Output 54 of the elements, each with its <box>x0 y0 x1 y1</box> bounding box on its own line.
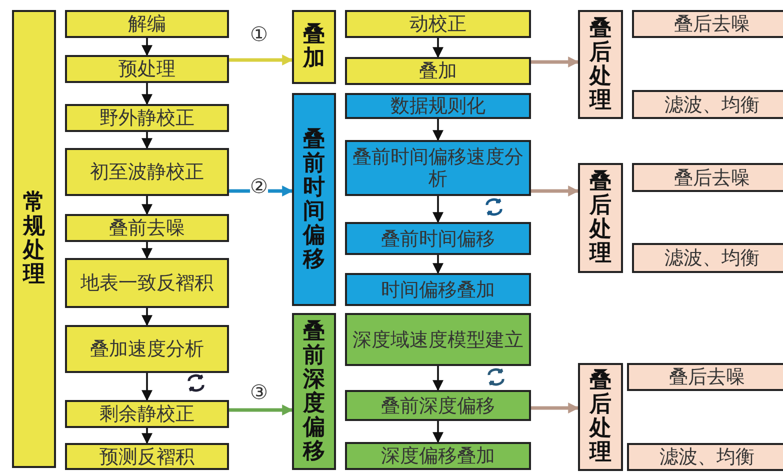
arrow <box>142 83 152 106</box>
arrow <box>142 132 152 150</box>
edge-label: ② <box>250 176 268 196</box>
arrow <box>142 373 152 402</box>
arrow <box>432 119 444 142</box>
step-box: 滤波、均衡 <box>627 443 783 471</box>
arrow <box>142 38 152 56</box>
stage-box: 叠前深度偏移 <box>292 313 336 470</box>
arrow <box>229 404 294 416</box>
step-box: 叠加 <box>345 57 531 85</box>
arrow <box>142 428 152 444</box>
step-box: 深度偏移叠加 <box>345 442 531 470</box>
step-box: 叠前时间偏移 <box>345 222 531 255</box>
step-box: 滤波、均衡 <box>632 90 783 119</box>
edge-label: ③ <box>250 382 268 402</box>
arrow <box>432 255 444 274</box>
arrow <box>142 242 152 260</box>
step-box: 数据规则化 <box>345 93 531 119</box>
arrow <box>432 366 444 392</box>
step-box: 地表一致反褶积 <box>65 258 229 308</box>
step-box: 滤波、均衡 <box>632 243 783 273</box>
step-box: 叠前时间偏移速度分析 <box>345 140 531 196</box>
arrow <box>229 54 294 66</box>
stage-box: 叠加 <box>292 10 336 84</box>
step-box: 预测反褶积 <box>65 443 229 470</box>
arrow <box>142 308 152 326</box>
step-box: 叠前去噪 <box>65 214 229 242</box>
arrow <box>531 56 580 68</box>
step-box: 野外静校正 <box>65 104 229 132</box>
step-box: 时间偏移叠加 <box>345 273 531 306</box>
stage-box: 叠后处理 <box>578 363 623 471</box>
step-box: 叠后去噪 <box>627 363 783 391</box>
step-box: 剩余静校正 <box>65 400 229 428</box>
arrow <box>229 186 294 196</box>
step-box: 预处理 <box>65 55 229 83</box>
step-box: 叠加速度分析 <box>65 325 229 373</box>
stage-box: 叠后处理 <box>578 163 623 273</box>
edge-label: ① <box>250 24 268 44</box>
arrow <box>432 196 444 224</box>
arrow <box>531 402 580 414</box>
step-box: 叠前深度偏移 <box>345 390 531 421</box>
arrow <box>531 186 580 196</box>
arrow <box>432 38 444 58</box>
stage-box: 常规处理 <box>12 10 56 468</box>
step-box: 解编 <box>65 10 229 38</box>
step-box: 动校正 <box>345 10 531 38</box>
step-box: 叠后去噪 <box>632 10 783 38</box>
stage-box: 叠前时间偏移 <box>292 93 336 306</box>
arrow <box>142 196 152 216</box>
stage-box: 叠后处理 <box>578 10 623 119</box>
step-box: 初至波静校正 <box>65 148 229 196</box>
step-box: 叠后去噪 <box>632 163 783 192</box>
arrow <box>432 421 444 444</box>
step-box: 深度域速度模型建立 <box>345 313 531 366</box>
